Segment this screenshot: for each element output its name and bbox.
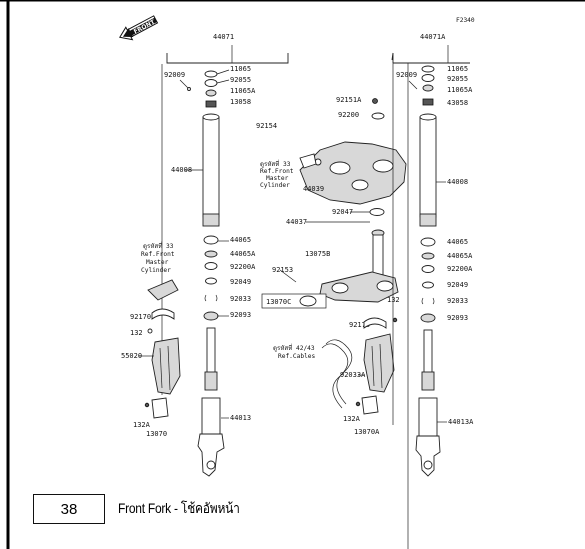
part-label: 92055	[230, 76, 251, 84]
right-fork-tube	[419, 113, 437, 227]
note-line: Ref.Front	[260, 168, 294, 175]
part-label: 13070C	[266, 298, 291, 306]
note-line: Ref.Cables	[278, 353, 316, 360]
figure-code: F2340	[456, 17, 475, 24]
part-label: 92033A	[340, 371, 366, 379]
caption-row: 38 Front Fork - โช้คอัพหน้า	[33, 494, 259, 524]
right-assembly-label: 44071A	[420, 33, 446, 41]
right-lower-leg	[415, 397, 441, 477]
note-line: ดูรหัสที่ 33	[143, 242, 174, 250]
part-label: 13070A	[354, 428, 380, 436]
left-seal-stack	[203, 235, 219, 321]
note-line: ดูรหัสที่ 42/43	[273, 344, 315, 352]
part-label: 92055	[447, 75, 468, 83]
right-seal-stack	[420, 237, 436, 323]
left-damper-rod	[204, 327, 218, 391]
part-label: 44008	[171, 166, 192, 174]
part-label: 43058	[447, 99, 468, 107]
part-label: 44037	[286, 218, 307, 226]
note-line: Cylinder	[260, 182, 290, 189]
part-label: 13070	[146, 430, 167, 438]
top-note: ดูรหัสที่ 33 Ref.Front Master Cylinder	[260, 160, 294, 189]
part-label: 92153	[272, 266, 293, 274]
left-lower-leg	[197, 397, 225, 477]
figure-caption: Front Fork - โช้คอัพหน้า	[118, 500, 240, 516]
part-label: 44065A	[230, 250, 256, 258]
part-label: 92049	[230, 278, 251, 286]
stem-nut-icon	[372, 98, 378, 104]
part-label: 11065A	[230, 87, 256, 95]
left-guide-bracket	[144, 397, 169, 419]
part-label: 44065A	[447, 252, 473, 260]
part-label: 11065	[447, 65, 468, 73]
part-label: 132A	[343, 415, 361, 423]
part-label: 44013	[230, 414, 251, 422]
part-label: 13058	[230, 98, 251, 106]
note-line: Ref.Front	[141, 251, 175, 258]
part-label: 132A	[133, 421, 151, 429]
part-label: 44065	[447, 238, 468, 246]
part-label: 44008	[447, 178, 468, 186]
page-number-box: 38	[33, 494, 105, 524]
left-reference-note: ดูรหัสที่ 33 Ref.Front Master Cylinder	[141, 242, 175, 274]
note-line: Master	[146, 259, 169, 266]
part-label: 92009	[164, 71, 185, 79]
left-assembly-label: 44071	[213, 33, 234, 41]
part-label: 92170	[349, 321, 370, 329]
right-guide-bracket	[355, 395, 379, 415]
part-label: 11065	[230, 65, 251, 73]
left-hose-clamp	[147, 279, 179, 334]
right-fork-guard	[363, 333, 395, 393]
part-label: 11065A	[447, 86, 473, 94]
part-label: 92009	[396, 71, 417, 79]
part-label: 92033	[230, 295, 251, 303]
note-line: ดูรหัสที่ 33	[260, 160, 291, 168]
center-hose-clamp	[363, 317, 387, 329]
part-label: 92151A	[336, 96, 362, 104]
part-label: 44013A	[448, 418, 474, 426]
right-cap-parts	[408, 65, 435, 106]
left-cap-parts	[179, 70, 218, 108]
left-fork-tube	[202, 113, 220, 227]
part-label: 92200	[338, 111, 359, 119]
right-assembly-bracket	[391, 52, 470, 64]
note-line: Master	[266, 175, 289, 182]
part-label: 92047	[332, 208, 353, 216]
part-label: 92200A	[447, 265, 473, 273]
right-damper-rod	[421, 329, 435, 391]
part-label: 92170	[130, 313, 151, 321]
part-label: 13075B	[305, 250, 330, 258]
note-line: Cylinder	[141, 267, 171, 274]
part-label: 92033	[447, 297, 468, 305]
cables-note: ดูรหัสที่ 42/43 Ref.Cables	[273, 344, 316, 360]
part-label: 92093	[230, 311, 251, 319]
steering-stem	[319, 229, 399, 303]
part-label: 44039	[303, 185, 324, 193]
page-number: 38	[60, 500, 78, 518]
top-bracket	[299, 141, 407, 205]
part-label: 44065	[230, 236, 251, 244]
part-label: 132	[130, 329, 143, 337]
left-assembly-bracket	[166, 53, 289, 64]
part-label: 92049	[447, 281, 468, 289]
part-label: 55020	[121, 352, 142, 360]
front-direction-arrow-icon: FRONT	[119, 15, 159, 41]
part-label: 92200A	[230, 263, 256, 271]
part-label: 92093	[447, 314, 468, 322]
part-label: 92154	[256, 122, 277, 130]
stem-seal	[369, 208, 385, 216]
left-fork-guard	[151, 337, 181, 395]
brake-hose	[321, 339, 353, 409]
washer	[371, 112, 385, 120]
